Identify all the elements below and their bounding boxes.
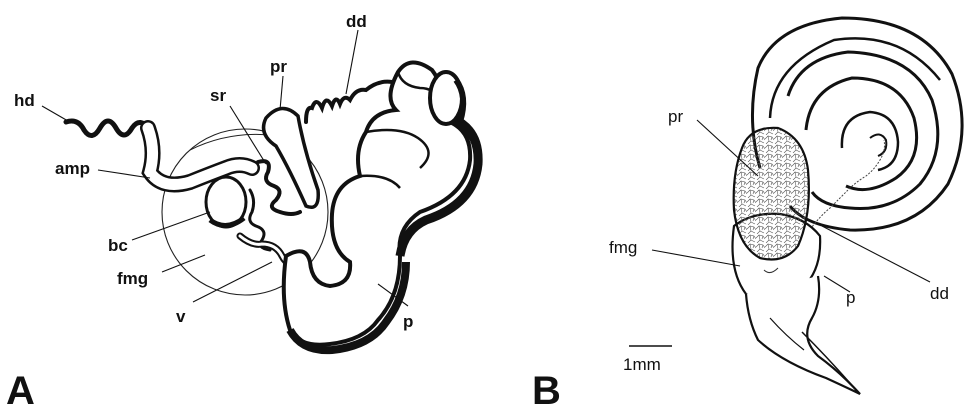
label-a-hd: hd: [14, 91, 35, 110]
label-a-pr: pr: [270, 57, 287, 76]
prostate-b: [734, 128, 809, 260]
label-a-bc: bc: [108, 236, 128, 255]
prostate-a: [264, 108, 319, 207]
panel-letter-b: B: [532, 369, 561, 409]
panel-letter-a: A: [6, 369, 35, 409]
penis-lower-b: [746, 276, 860, 394]
label-a-fmg: fmg: [117, 269, 148, 288]
label-a-amp: amp: [55, 159, 90, 178]
label-b-pr: pr: [668, 107, 683, 126]
label-b-dd: dd: [930, 284, 949, 303]
label-b-p: p: [846, 288, 855, 307]
label-a-v: v: [176, 307, 186, 326]
label-a-p: p: [403, 312, 413, 331]
label-a-sr: sr: [210, 86, 226, 105]
scale-bar-label: 1mm: [623, 355, 661, 374]
panel-b-drawing: [733, 18, 963, 394]
panel-a-drawing: [66, 62, 478, 350]
hermaphrodite-duct: [66, 121, 150, 136]
scale-bar: 1mm: [623, 346, 672, 374]
label-a-dd: dd: [346, 12, 367, 31]
label-b-fmg: fmg: [609, 238, 637, 257]
